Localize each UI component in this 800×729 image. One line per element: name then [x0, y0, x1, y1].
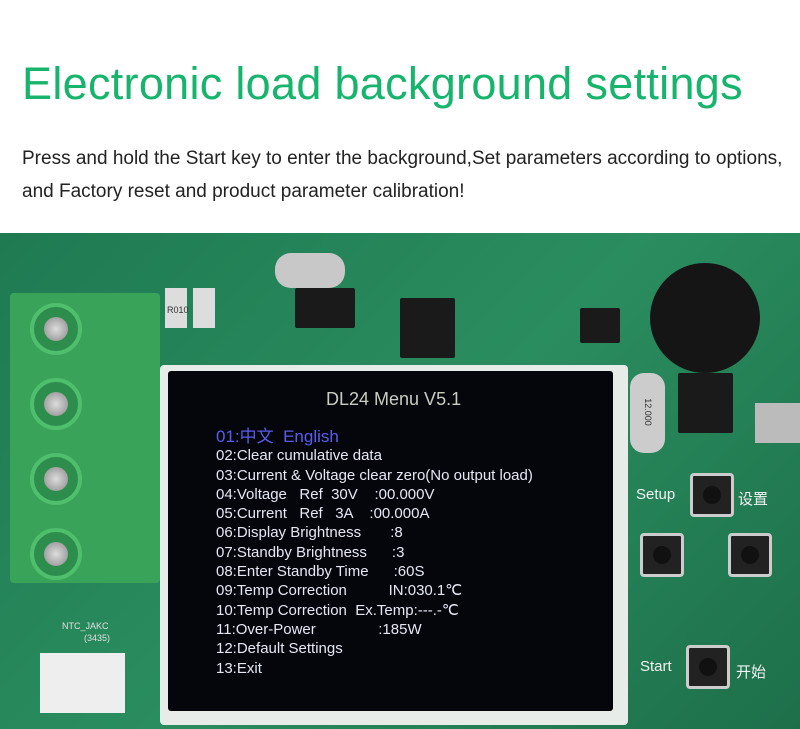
page-title: Electronic load background settings — [22, 58, 743, 109]
resistor — [193, 288, 215, 328]
screw — [30, 453, 82, 505]
page-subtitle: Press and hold the Start key to enter th… — [22, 148, 783, 202]
menu-item: 11:Over-Power :185W — [216, 620, 422, 638]
crystal-label: 12.000 — [642, 398, 653, 426]
start-cn-label: 开始 — [736, 664, 767, 681]
buzzer — [650, 263, 760, 373]
menu-item: 12:Default Settings — [216, 640, 343, 658]
ntc-label: NTC_JAKC — [62, 621, 109, 631]
crystal — [275, 253, 345, 288]
start-button[interactable] — [686, 645, 730, 689]
screw — [30, 528, 82, 580]
terminal-block — [10, 293, 160, 583]
menu-item: 02:Clear cumulative data — [216, 447, 382, 465]
menu-item: 08:Enter Standby Time :60S — [216, 563, 425, 581]
start-label: Start — [640, 658, 672, 675]
product-photo: R010 12.000 NTC_JAKC (3435) DL24 Menu V5… — [0, 233, 800, 729]
screw — [30, 378, 82, 430]
ic-chip — [580, 308, 620, 343]
menu-item: 04:Voltage Ref 30V :00.000V — [216, 485, 435, 503]
plus-button[interactable] — [728, 533, 772, 577]
menu-item: 10:Temp Correction Ex.Temp:---.-℃ — [216, 601, 459, 619]
menu-item: 05:Current Ref 3A :00.000A — [216, 505, 430, 523]
lcd-title: DL24 Menu V5.1 — [326, 389, 462, 409]
setup-button[interactable] — [690, 473, 734, 517]
menu-item: 07:Standby Brightness :3 — [216, 543, 405, 561]
menu-item: 01:中文 English — [216, 427, 339, 446]
ic-chip — [295, 288, 355, 328]
ic-chip — [678, 373, 733, 433]
menu-item: 09:Temp Correction IN:030.1℃ — [216, 582, 463, 600]
resistor-label: R010 — [167, 305, 189, 315]
setup-cn-label: 设置 — [738, 491, 769, 508]
menu-item: 06:Display Brightness :8 — [216, 524, 403, 542]
crystal-12mhz: 12.000 — [630, 373, 665, 453]
usb-port — [755, 403, 800, 443]
setup-label: Setup — [636, 486, 676, 503]
ic-chip — [400, 298, 455, 358]
screw — [30, 303, 82, 355]
menu-item: 03:Current & Voltage clear zero(No outpu… — [216, 466, 533, 484]
connector — [40, 653, 125, 713]
minus-button[interactable] — [640, 533, 684, 577]
ntc-value: (3435) — [84, 633, 111, 643]
menu-item: 13:Exit — [216, 659, 262, 677]
resistor — [165, 288, 187, 328]
